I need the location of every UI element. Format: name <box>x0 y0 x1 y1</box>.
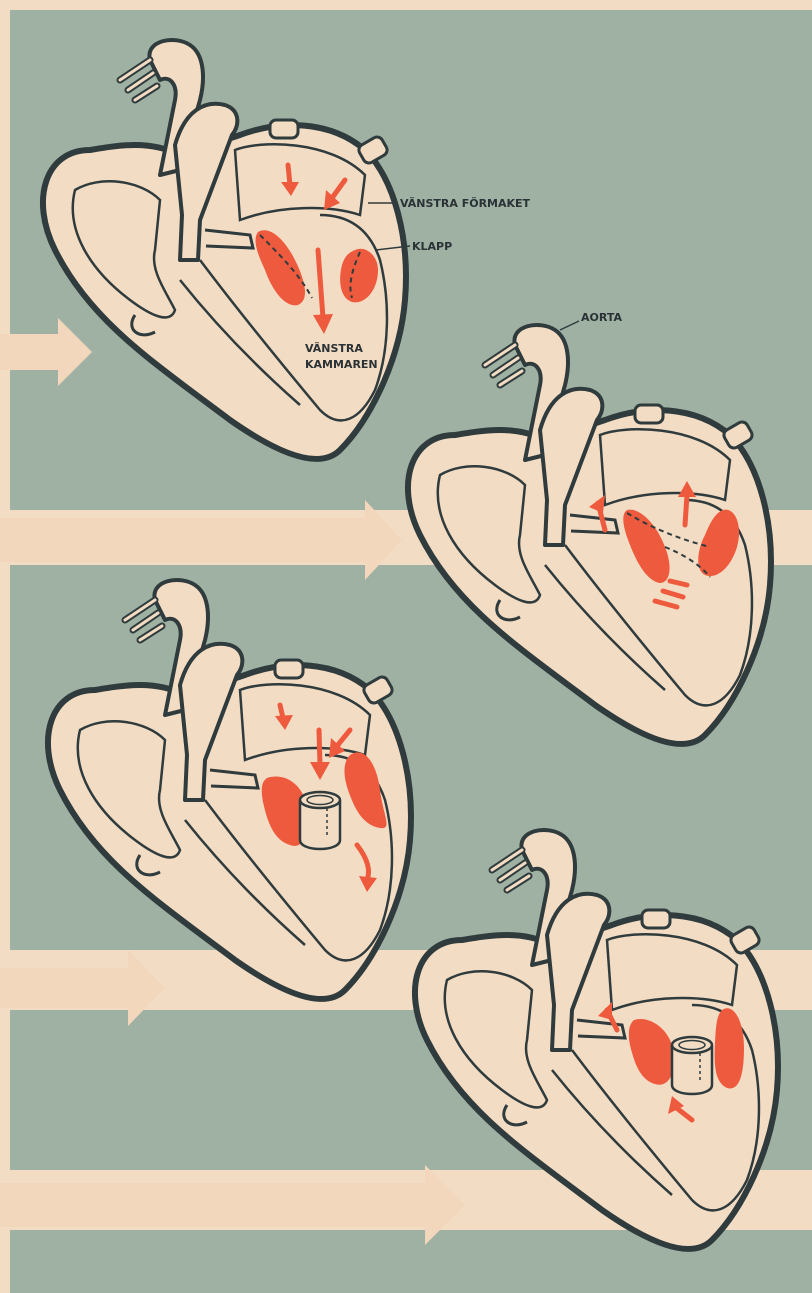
valve-label: KLAPP <box>412 240 452 253</box>
left-ventricle-label-line1: VÄNSTRA <box>305 341 363 355</box>
artificial-valve-icon <box>672 1037 712 1094</box>
aorta-label: AORTA <box>581 311 622 324</box>
left-atrium-label: VÄNSTRA FÖRMAKET <box>400 196 531 210</box>
artificial-valve-icon <box>300 792 340 849</box>
left-ventricle-label-line2: KAMMAREN <box>305 358 378 371</box>
